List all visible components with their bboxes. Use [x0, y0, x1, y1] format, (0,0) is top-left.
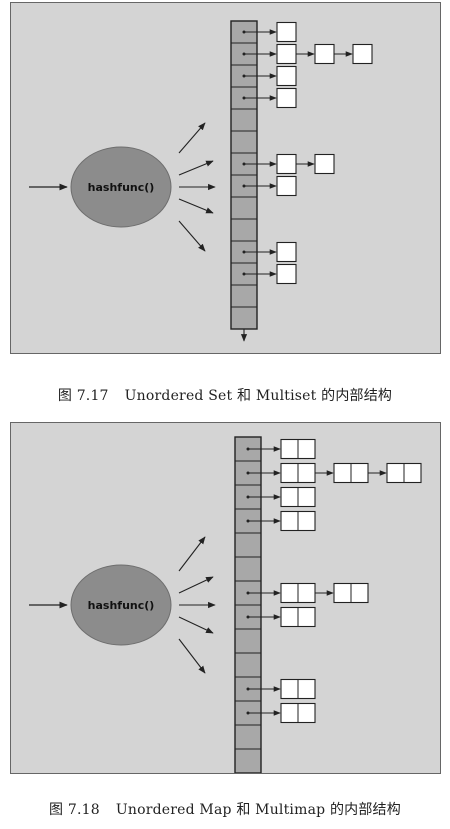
- hash-mapping-arrow: [178, 220, 206, 252]
- hash-table-diagram: hashfunc(): [29, 436, 422, 773]
- chain-node: [314, 153, 335, 175]
- hash-mapping-arrow: [178, 160, 214, 176]
- figure-unordered-set: hashfunc(): [10, 2, 441, 354]
- hash-function-label: hashfunc(): [88, 181, 155, 194]
- hash-mapping-arrow: [178, 576, 214, 594]
- caption-number: 图 7.17: [57, 388, 109, 404]
- chain-node: [276, 175, 297, 197]
- caption-number: 图 7.18: [49, 802, 100, 818]
- figure-caption: 图 7.17 Unordered Set 和 Multiset 的内部结构: [0, 385, 450, 405]
- hash-mapping-arrow: [178, 198, 214, 214]
- chain-node: [314, 43, 335, 65]
- figure-caption: 图 7.18 Unordered Map 和 Multimap 的内部结构: [0, 799, 450, 819]
- caption-text: Unordered Map 和 Multimap 的内部结构: [115, 802, 401, 818]
- chain-node: [352, 43, 373, 65]
- figure-unordered-map: hashfunc(): [10, 422, 441, 774]
- caption-text: Unordered Set 和 Multiset 的内部结构: [124, 388, 393, 404]
- hash-function-label: hashfunc(): [88, 599, 155, 612]
- hash-mapping-arrow: [178, 536, 206, 572]
- hash-function-ellipse: [70, 146, 172, 228]
- hash-mapping-arrow: [178, 638, 206, 674]
- bucket-slot: [234, 748, 262, 773]
- chain-node: [276, 21, 297, 43]
- chain-node: [276, 43, 297, 65]
- hash-table-diagram: hashfunc(): [29, 20, 373, 342]
- hash-function-ellipse: [70, 564, 172, 646]
- chain-node: [276, 241, 297, 263]
- chain-node: [276, 263, 297, 285]
- hash-mapping-arrow: [178, 616, 214, 634]
- chain-node: [276, 65, 297, 87]
- hash-mapping-arrow: [178, 122, 206, 154]
- chain-node: [276, 87, 297, 109]
- chain-node: [276, 153, 297, 175]
